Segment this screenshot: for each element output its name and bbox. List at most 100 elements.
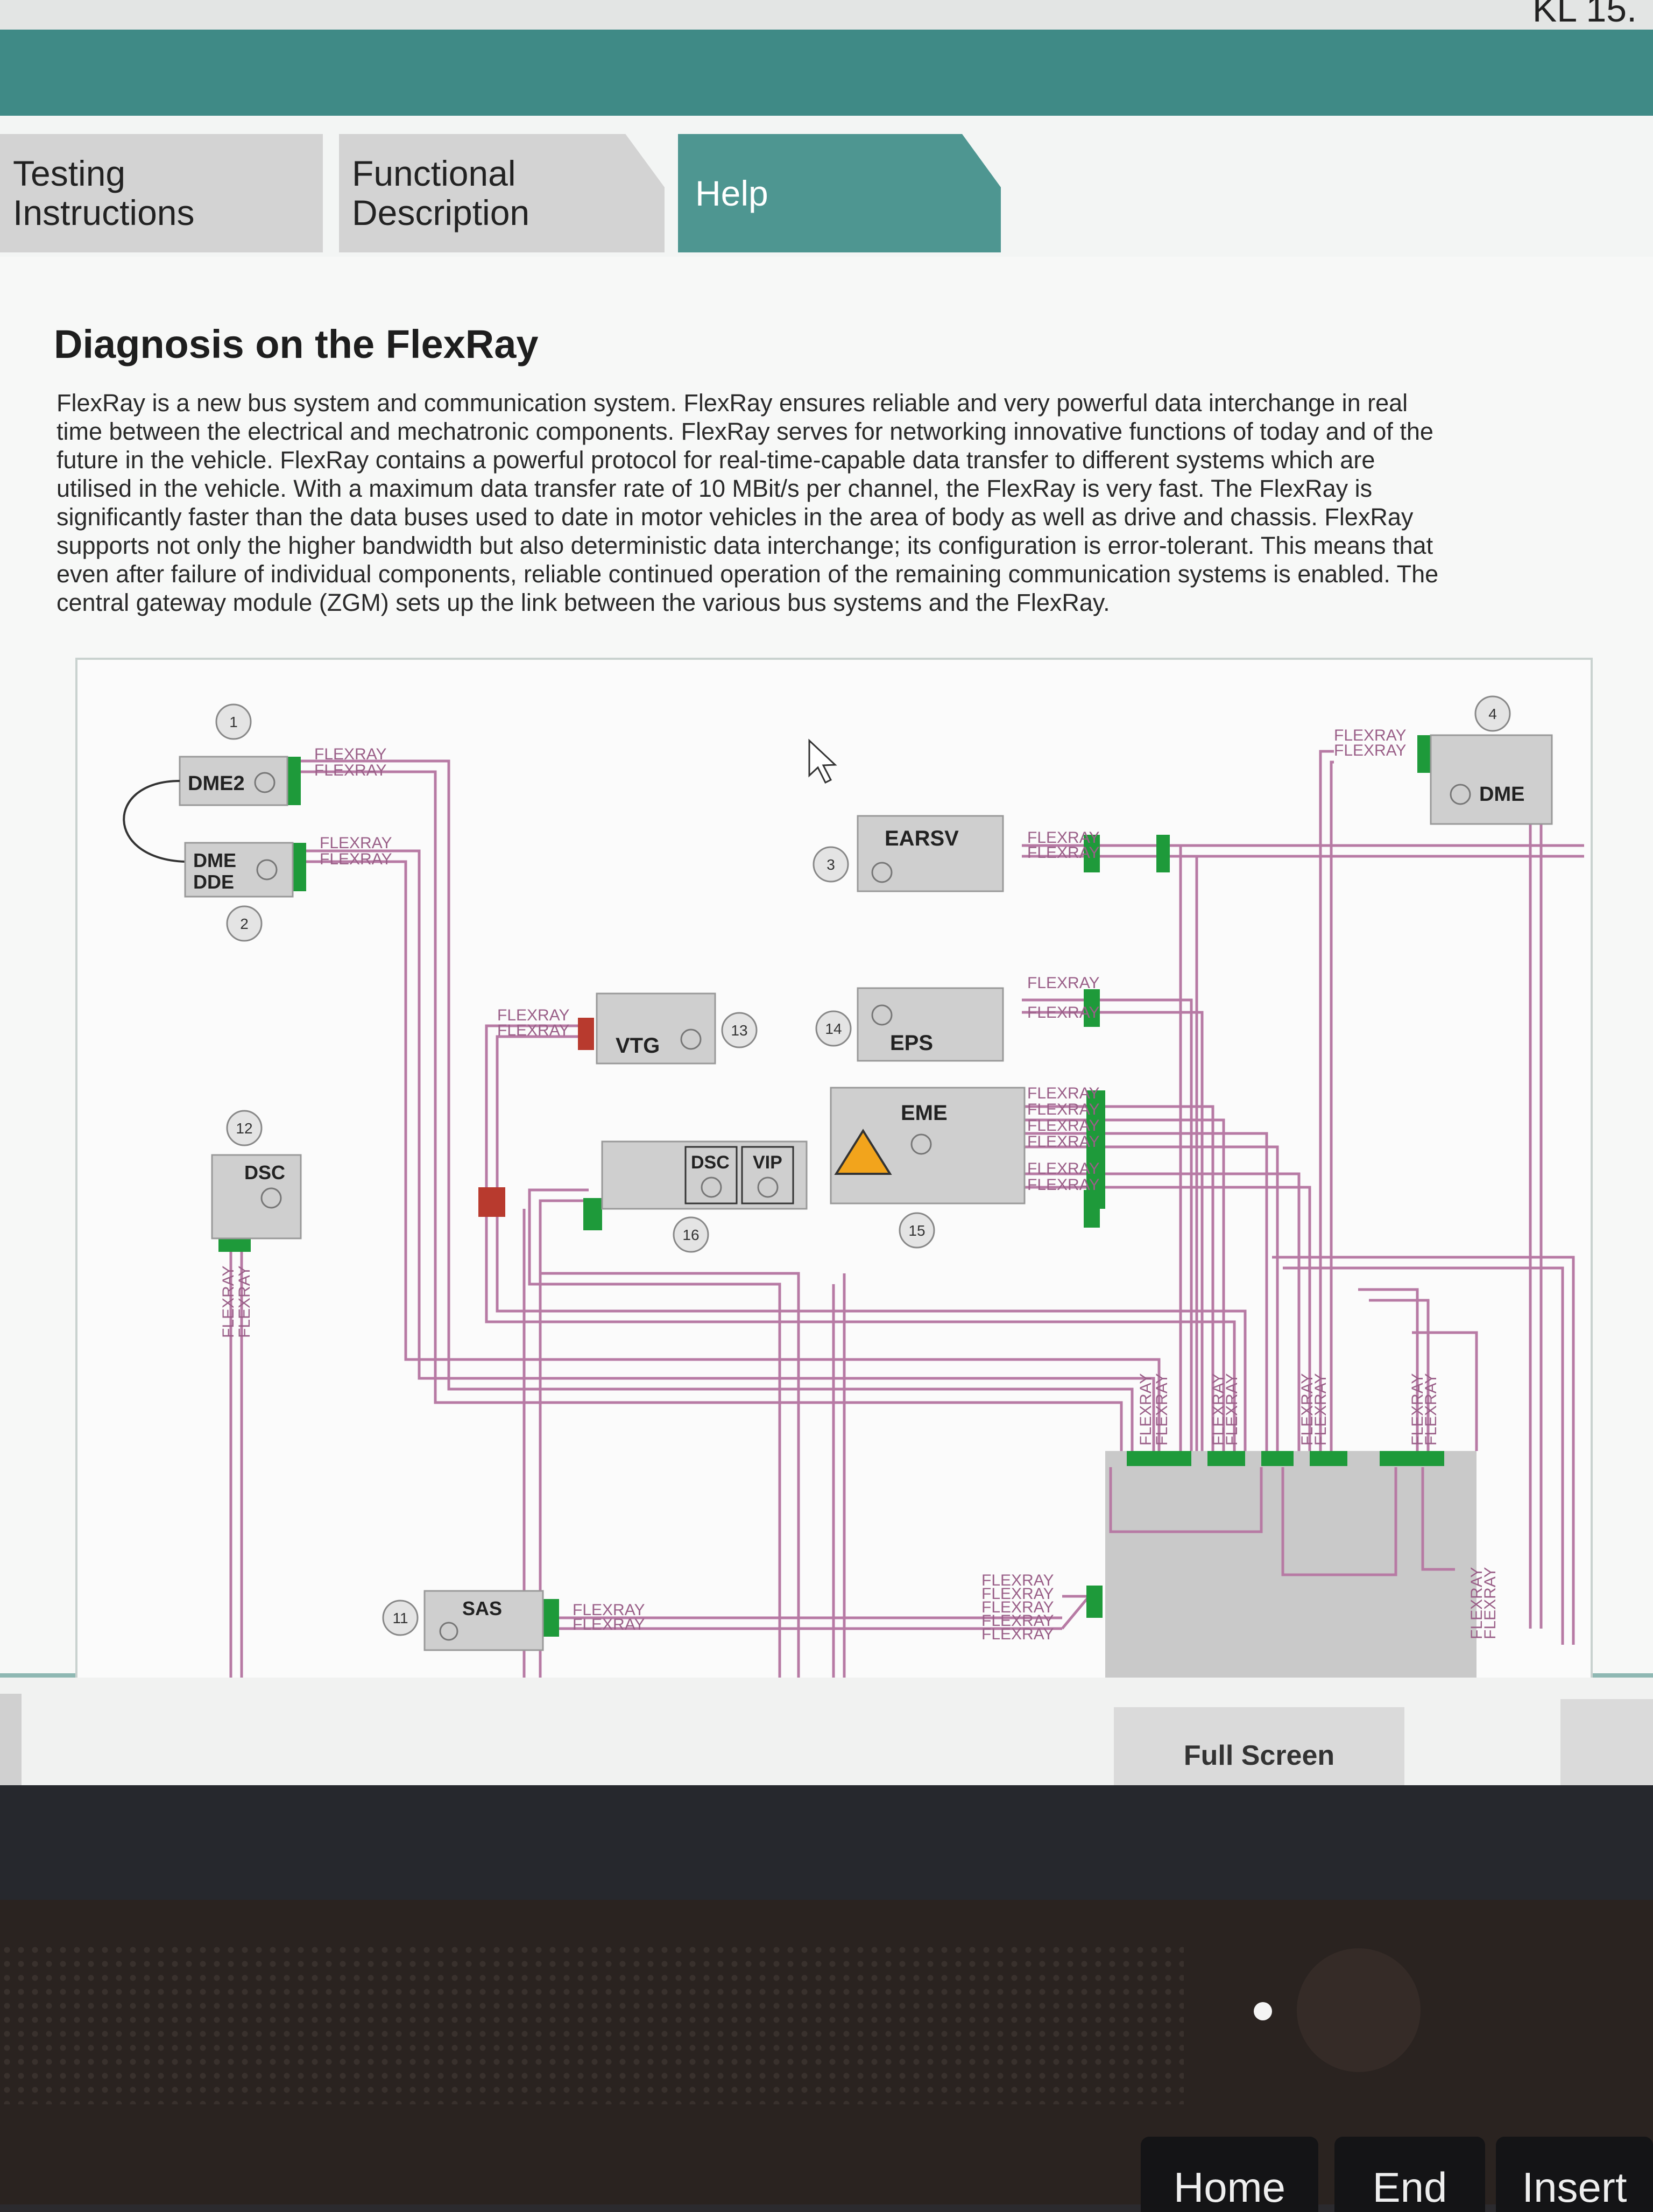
module-dme-label: DME <box>193 849 236 871</box>
module-eme: EME <box>830 1087 1026 1204</box>
module-dsc-left: DSC <box>211 1154 302 1239</box>
flexray-label: FLEXRAY <box>220 1266 237 1339</box>
module-earsv-label: EARSV <box>885 827 959 850</box>
badge-11-text: 11 <box>392 1610 408 1626</box>
module-dsc-label: DSC <box>691 1152 730 1173</box>
module-dme2: DME2 <box>179 756 288 806</box>
badge-16: 16 <box>673 1216 709 1253</box>
module-dme-dde: DME DDE <box>184 842 294 898</box>
module-dme2-label: DME2 <box>188 772 245 795</box>
flexray-label: FLEXRAY <box>314 762 387 779</box>
dme-link-arc <box>123 780 186 863</box>
badge-15-text: 15 <box>908 1222 925 1239</box>
key-insert[interactable]: Insert <box>1496 2137 1653 2212</box>
flexray-label: FLEXRAY <box>236 1266 253 1339</box>
flexray-label: FLEXRAY <box>573 1601 645 1619</box>
badge-2: 2 <box>226 905 263 942</box>
badge-3: 3 <box>813 846 849 883</box>
description-paragraph: FlexRay is a new bus system and communic… <box>56 389 1439 616</box>
badge-4-text: 4 <box>1488 706 1497 722</box>
page-title: Diagnosis on the FlexRay <box>54 322 539 367</box>
flexray-label: FLEXRAY <box>1027 1084 1100 1102</box>
flexray-label: FLEXRAY <box>1027 1160 1100 1178</box>
header-bar <box>0 30 1653 116</box>
flexray-label: FLEXRAY <box>573 1616 645 1633</box>
module-earsv: EARSV <box>857 815 1004 892</box>
flexray-label: FLEXRAY <box>1027 844 1100 862</box>
flexray-label: FLEXRAY <box>1422 1373 1440 1446</box>
mouse-pointer-icon <box>808 738 837 784</box>
flexray-label: FLEXRAY <box>1334 727 1407 744</box>
flexray-label: FLEXRAY <box>1027 829 1100 847</box>
footer-right-button[interactable] <box>1560 1699 1653 1791</box>
badge-12-text: 12 <box>236 1120 252 1137</box>
badge-13: 13 <box>721 1012 758 1048</box>
flexray-label: FLEXRAY <box>497 1006 570 1024</box>
module-dsc-left-label: DSC <box>244 1161 285 1184</box>
flexray-label: FLEXRAY <box>1468 1567 1486 1640</box>
badge-14: 14 <box>815 1010 852 1047</box>
help-content: Diagnosis on the FlexRay FlexRay is a ne… <box>0 257 1653 1678</box>
module-eps: EPS <box>857 987 1004 1062</box>
flexray-label: FLEXRAY <box>981 1625 1054 1643</box>
status-led <box>1254 2002 1272 2020</box>
flexray-label: FLEXRAY <box>1027 1004 1100 1022</box>
footer-left-block <box>0 1694 22 1791</box>
badge-12: 12 <box>226 1110 263 1146</box>
flexray-label: FLEXRAY <box>1312 1373 1330 1446</box>
module-dsc-vip: DSC VIP <box>601 1140 808 1210</box>
flexray-label: FLEXRAY <box>497 1022 570 1039</box>
badge-15: 15 <box>899 1212 935 1249</box>
badge-14-text: 14 <box>825 1020 842 1037</box>
footer-bar: Full Screen <box>0 1678 1653 1804</box>
tab-bar: Testing Instructions Functional Descript… <box>0 116 1653 372</box>
flexray-label: FLEXRAY <box>1027 1133 1100 1151</box>
power-button[interactable] <box>1297 1948 1421 2072</box>
tab-testing-instructions[interactable]: Testing Instructions <box>0 134 323 252</box>
terminal-status-label: KL 15. <box>1532 0 1637 30</box>
badge-1: 1 <box>215 703 252 740</box>
module-vtg: VTG <box>596 992 716 1065</box>
module-sas: SAS <box>423 1590 544 1651</box>
badge-13-text: 13 <box>731 1022 747 1039</box>
flexray-label: FLEXRAY <box>981 1572 1054 1589</box>
module-vtg-label: VTG <box>616 1034 660 1058</box>
flexray-label: FLEXRAY <box>1027 1101 1100 1118</box>
flexray-label: FLEXRAY <box>1334 742 1407 759</box>
flexray-label: FLEXRAY <box>1223 1373 1241 1446</box>
speaker-grille <box>0 1943 1184 2104</box>
badge-1-text: 1 <box>229 714 238 730</box>
flexray-label: FLEXRAY <box>1409 1373 1426 1446</box>
key-home[interactable]: Home <box>1141 2137 1318 2212</box>
badge-4: 4 <box>1474 695 1511 732</box>
badge-2-text: 2 <box>240 915 249 932</box>
gateway-internal-lines <box>1109 1467 1455 1576</box>
flexray-label: FLEXRAY <box>1027 1176 1100 1194</box>
flexray-label: FLEXRAY <box>320 834 392 852</box>
module-eps-label: EPS <box>890 1031 933 1055</box>
flexray-label: FLEXRAY <box>314 745 387 763</box>
key-end[interactable]: End <box>1334 2137 1485 2212</box>
tab-functional-description-label: Functional Description <box>352 153 530 233</box>
flexray-labels: FLEXRAY FLEXRAY FLEXRAY FLEXRAY FLEXRAY … <box>220 727 1499 1643</box>
module-vip-label: VIP <box>753 1152 782 1173</box>
tab-functional-description[interactable]: Functional Description <box>339 134 665 252</box>
module-eme-label: EME <box>901 1101 948 1125</box>
module-dme-right-label: DME <box>1479 783 1524 806</box>
flexray-label: FLEXRAY <box>1153 1373 1171 1446</box>
badge-3-text: 3 <box>826 856 835 873</box>
flexray-diagram: DME2 DME DDE EARSV DME <box>75 658 1593 1678</box>
high-voltage-warning-icon <box>834 1129 892 1175</box>
flexray-label: FLEXRAY <box>981 1612 1054 1630</box>
flexray-label: FLEXRAY <box>981 1598 1054 1616</box>
gateway-module <box>1105 1451 1477 1678</box>
module-dme-right: DME <box>1430 734 1553 825</box>
top-strip: KL 15. <box>0 0 1653 30</box>
flexray-label: FLEXRAY <box>1137 1373 1155 1446</box>
flexray-topology-svg: DME2 DME DDE EARSV DME <box>123 695 1584 1678</box>
badge-16-text: 16 <box>682 1227 699 1243</box>
number-badges: 1 2 3 4 11 12 13 14 15 16 <box>215 695 1511 1636</box>
flexray-label: FLEXRAY <box>1481 1567 1499 1640</box>
tab-help[interactable]: Help <box>678 134 1001 252</box>
connector-red-vtg <box>578 1018 594 1050</box>
